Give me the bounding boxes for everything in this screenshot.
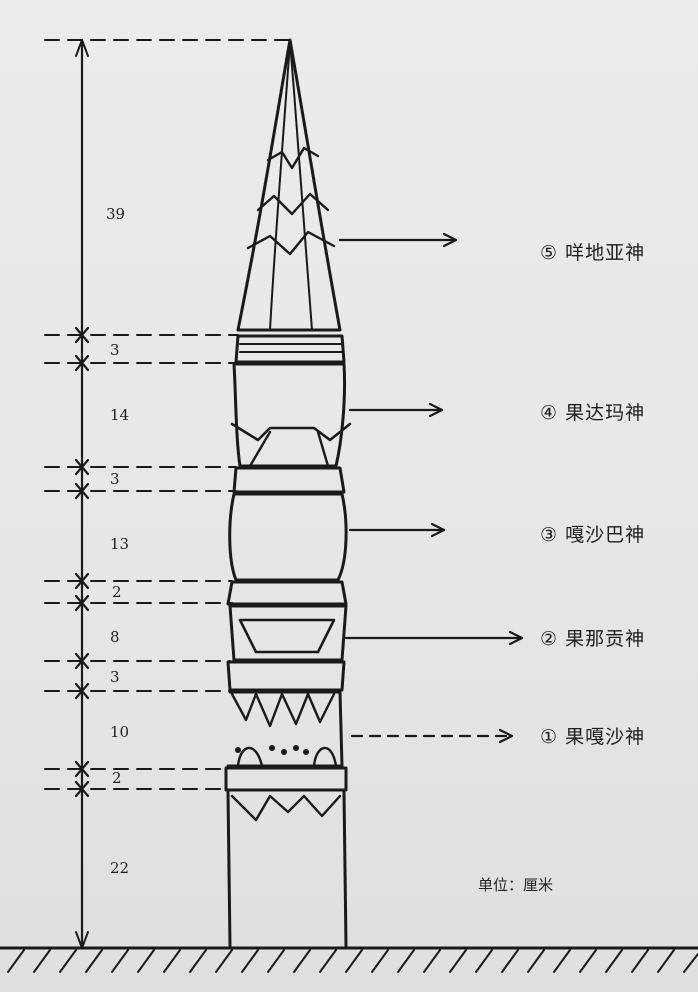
ring-1-base — [224, 766, 348, 792]
dimension-label: 39 — [106, 205, 126, 223]
dimension-label: 3 — [110, 470, 120, 488]
ring-2-1 — [226, 660, 346, 692]
dimension-label: 3 — [110, 668, 120, 686]
dimension-label: 22 — [110, 859, 130, 877]
unit-label: 单位：厘米 — [478, 874, 553, 895]
god-number: ④ — [540, 402, 559, 424]
dashed-extension-lines — [44, 39, 293, 790]
section-2-body — [228, 604, 348, 662]
god-label-1: ① 果嘎沙神 — [540, 722, 645, 749]
ring-4-3 — [232, 466, 346, 494]
unit-separator: ： — [508, 876, 524, 894]
god-name: 咩地亚神 — [565, 242, 646, 264]
god-label-4: ④ 果达玛神 — [540, 398, 645, 425]
ring-3-2 — [226, 580, 348, 606]
god-label-5: ⑤ 咩地亚神 — [540, 238, 645, 265]
dimension-label: 10 — [110, 723, 130, 741]
dimension-label: 3 — [110, 341, 120, 359]
spire-section — [236, 38, 342, 332]
god-name: 果达玛神 — [565, 402, 646, 424]
section-4-body — [232, 362, 347, 468]
pointer-arrows — [338, 232, 524, 744]
totem-pole — [224, 38, 352, 948]
god-name: 果那贡神 — [565, 628, 646, 650]
god-number: ⑤ — [540, 242, 559, 264]
dimension-label: 2 — [112, 583, 122, 601]
god-name: 嘎沙巴神 — [565, 524, 646, 546]
unit-key: 单位 — [478, 876, 509, 894]
god-name: 果嘎沙神 — [565, 726, 646, 748]
section-1-body — [226, 690, 344, 768]
dimension-label: 2 — [112, 769, 122, 787]
dimension-label: 14 — [110, 406, 130, 424]
section-3-body — [228, 492, 348, 582]
dimension-line — [74, 38, 90, 950]
dimension-label: 13 — [110, 535, 130, 553]
god-number: ③ — [540, 524, 559, 546]
god-number: ② — [540, 628, 559, 650]
god-number: ① — [540, 726, 559, 748]
ground — [0, 946, 698, 973]
dimension-label: 8 — [110, 628, 120, 646]
god-label-3: ③ 嘎沙巴神 — [540, 520, 645, 547]
god-label-2: ② 果那贡神 — [540, 624, 645, 651]
base-trunk — [226, 790, 348, 948]
ring-top — [234, 334, 346, 364]
unit-value: 厘米 — [523, 876, 554, 894]
